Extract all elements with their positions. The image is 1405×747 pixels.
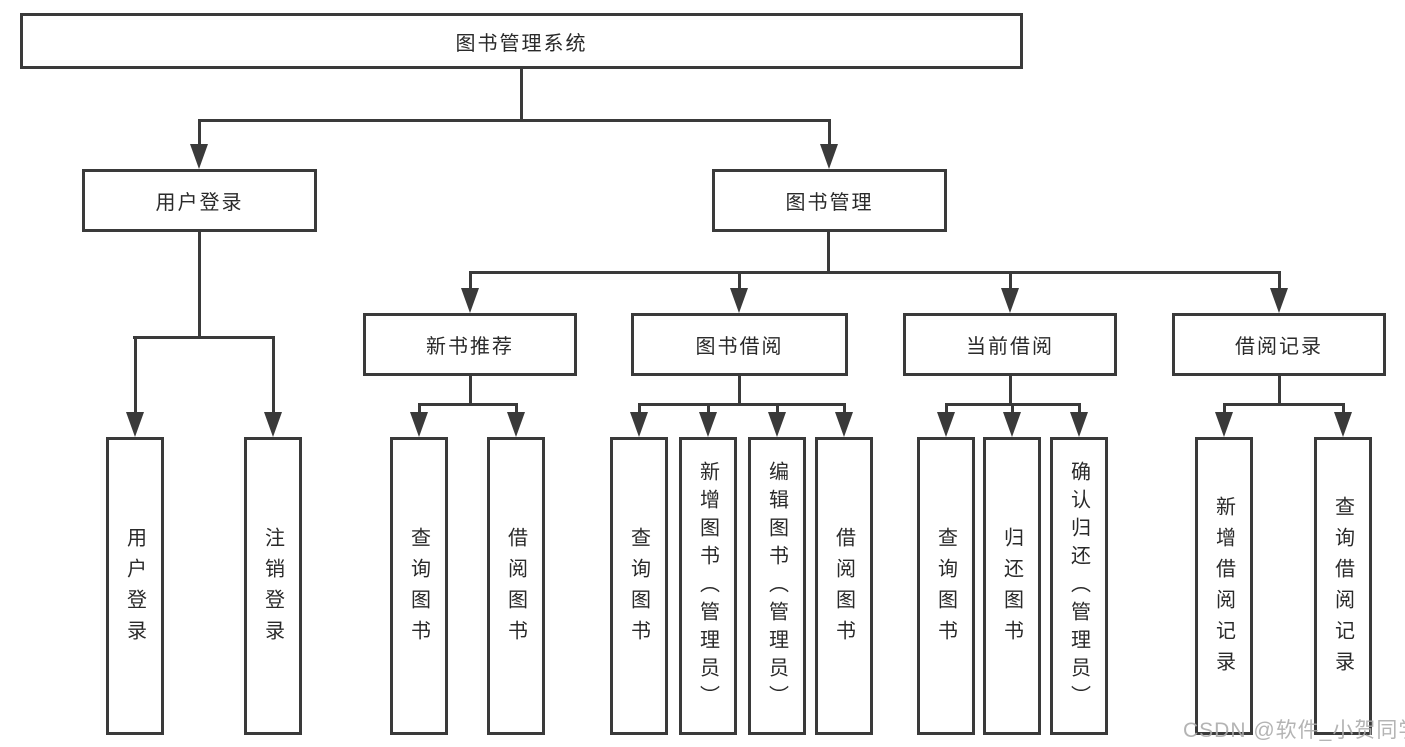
connector-line <box>1223 403 1345 406</box>
connector-line <box>1278 376 1281 404</box>
leaf-logout-login: 注销登录 <box>244 437 302 735</box>
arrow-down-icon <box>699 412 717 437</box>
leaf-bb-borrow-books: 借阅图书 <box>815 437 873 735</box>
connector-line <box>638 403 641 415</box>
connector-line <box>1011 403 1014 415</box>
connector-line <box>418 403 518 406</box>
node-new-book-recommend: 新书推荐 <box>363 313 577 376</box>
leaf-nb-borrow-books: 借阅图书 <box>487 437 545 735</box>
connector-line <box>1078 403 1081 415</box>
connector-line <box>828 119 831 146</box>
connector-line <box>418 403 421 415</box>
connector-line <box>198 232 201 336</box>
connector-line <box>198 119 831 122</box>
connector-line <box>1278 271 1281 289</box>
connector-line <box>469 271 472 289</box>
connector-line <box>776 403 779 415</box>
arrow-down-icon <box>1070 412 1088 437</box>
connector-line <box>272 336 275 414</box>
connector-line <box>520 69 523 119</box>
arrow-down-icon <box>1001 288 1019 313</box>
connector-line <box>134 336 137 414</box>
leaf-br-add-record: 新增借阅记录 <box>1195 437 1253 735</box>
connector-line <box>515 403 518 415</box>
connector-line <box>1342 403 1345 415</box>
connector-line <box>707 403 710 415</box>
leaf-user-login: 用户登录 <box>106 437 164 735</box>
connector-line <box>1009 376 1012 404</box>
connector-line <box>198 119 201 146</box>
leaf-bb-query-books: 查询图书 <box>610 437 668 735</box>
arrow-down-icon <box>835 412 853 437</box>
connector-line <box>827 232 830 273</box>
leaf-cb-confirm-return-admin: 确认归还（管理员） <box>1050 437 1108 735</box>
connector-line <box>738 271 741 289</box>
arrow-down-icon <box>1215 412 1233 437</box>
leaf-cb-return-books: 归还图书 <box>983 437 1041 735</box>
node-current-borrow: 当前借阅 <box>903 313 1117 376</box>
node-borrow-records: 借阅记录 <box>1172 313 1386 376</box>
leaf-bb-add-books-admin: 新增图书（管理员） <box>679 437 737 735</box>
leaf-nb-query-books: 查询图书 <box>390 437 448 735</box>
arrow-down-icon <box>730 288 748 313</box>
arrow-down-icon <box>126 412 144 437</box>
arrow-down-icon <box>1334 412 1352 437</box>
csdn-watermark: CSDN @软件_小贺同学 <box>1183 719 1405 742</box>
connector-line <box>843 403 846 415</box>
leaf-bb-edit-books-admin: 编辑图书（管理员） <box>748 437 806 735</box>
arrow-down-icon <box>630 412 648 437</box>
arrow-down-icon <box>1270 288 1288 313</box>
arrow-down-icon <box>768 412 786 437</box>
arrow-down-icon <box>820 144 838 169</box>
connector-line <box>738 376 741 404</box>
node-book-borrow: 图书借阅 <box>631 313 848 376</box>
node-user-login: 用户登录 <box>82 169 317 232</box>
connector-line <box>638 403 846 406</box>
connector-line <box>1009 271 1012 289</box>
node-root: 图书管理系统 <box>20 13 1023 69</box>
connector-line <box>945 403 948 415</box>
arrow-down-icon <box>507 412 525 437</box>
connector-line <box>469 271 1280 274</box>
arrow-down-icon <box>461 288 479 313</box>
arrow-down-icon <box>1003 412 1021 437</box>
arrow-down-icon <box>190 144 208 169</box>
leaf-cb-query-books: 查询图书 <box>917 437 975 735</box>
connector-line <box>1223 403 1226 415</box>
node-book-management: 图书管理 <box>712 169 947 232</box>
connector-line <box>469 376 472 404</box>
arrow-down-icon <box>410 412 428 437</box>
arrow-down-icon <box>264 412 282 437</box>
connector-line <box>133 336 274 339</box>
leaf-br-query-record: 查询借阅记录 <box>1314 437 1372 735</box>
arrow-down-icon <box>937 412 955 437</box>
